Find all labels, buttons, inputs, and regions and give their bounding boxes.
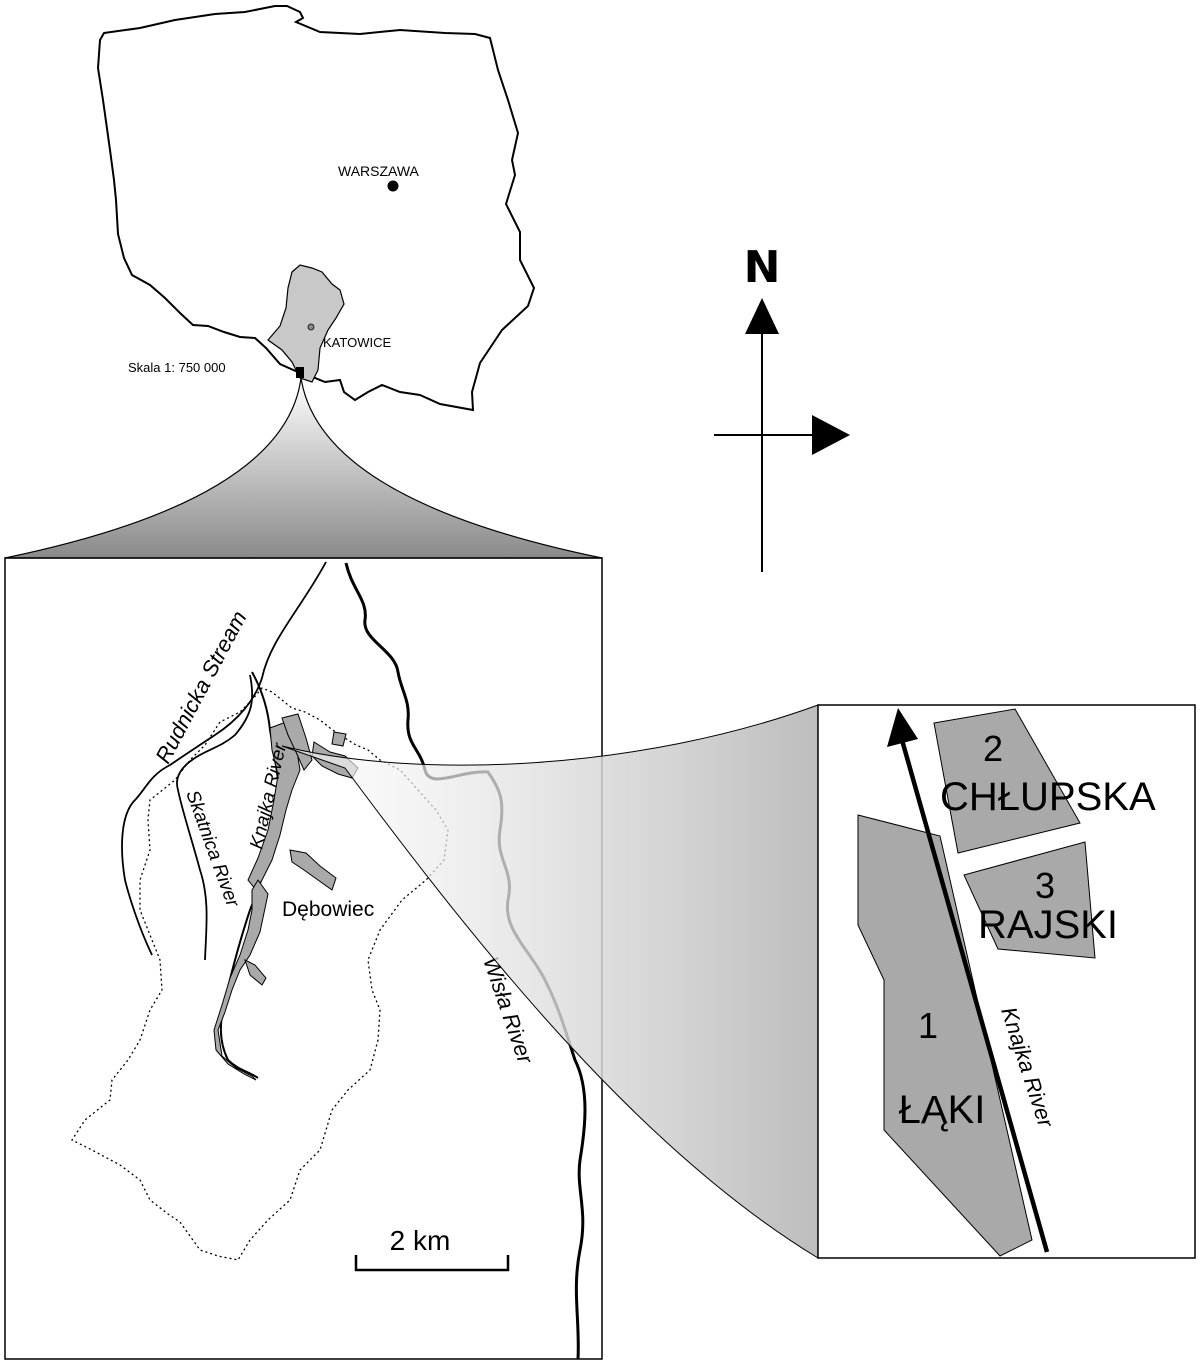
- pond-3-shape: [963, 841, 1096, 959]
- skatnica-river: [176, 674, 254, 961]
- detail-map: Knajka River 1 ŁĄKI 2 CHŁUPSKA 3 RAJSKI: [817, 704, 1196, 1259]
- skatnica-label: Skatnica River: [181, 788, 243, 911]
- zoom-cone: [4, 377, 603, 559]
- poland-outline: [96, 5, 536, 412]
- scale-label: Skala 1: 750 000: [128, 360, 226, 375]
- town-label: Dębowiec: [282, 898, 374, 921]
- catchment-boundary: [71, 687, 449, 1261]
- scale-bar-label: 2 km: [390, 1225, 451, 1256]
- katowice-label: KATOWICE: [323, 335, 391, 350]
- pond-3-name: RAJSKI: [978, 903, 1118, 947]
- pond-2-shape: [933, 708, 1081, 854]
- rudnicka-stream: [121, 561, 327, 956]
- pond-2-number: 2: [983, 728, 1003, 769]
- study-area-marker: [296, 367, 304, 378]
- scale-bar: 2 km: [354, 1225, 510, 1272]
- north-label: N: [744, 242, 781, 293]
- overview-map: WARSZAWA KATOWICE Skala 1: 750 000: [96, 5, 536, 412]
- study-ponds: [213, 713, 359, 1081]
- pond-1-shape: [857, 814, 1033, 1257]
- capital-label: WARSZAWA: [338, 163, 420, 179]
- north-arrow: N: [714, 242, 850, 572]
- capital-marker: [387, 180, 399, 192]
- zoom-funnel: [281, 704, 819, 1259]
- silesia-region: [267, 264, 345, 383]
- pond-2-name: CHŁUPSKA: [940, 775, 1156, 819]
- pond-1-number: 1: [918, 1005, 938, 1046]
- katowice-marker: [307, 323, 315, 331]
- pond-1-name: ŁĄKI: [899, 1088, 986, 1132]
- pond-3-number: 3: [1035, 865, 1055, 906]
